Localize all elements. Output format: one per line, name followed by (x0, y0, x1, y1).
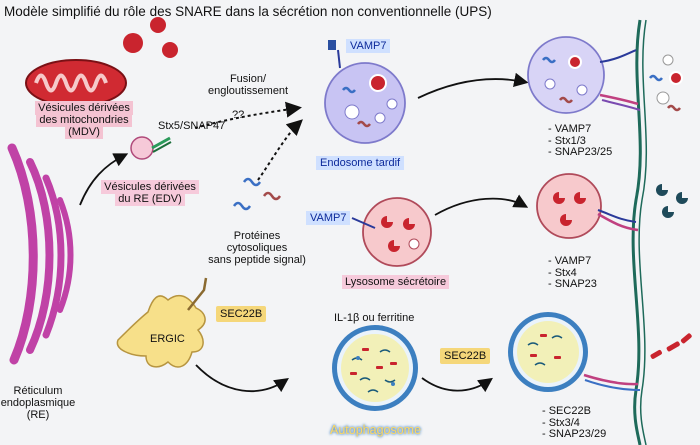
lysosome-text: Lysosome sécrétoire (342, 275, 450, 289)
ergic-arrow (195, 364, 289, 393)
er-label-line3: (RE) (26, 409, 50, 421)
autophagosome-label: Autophagosome (330, 423, 422, 437)
question-label: ?? (232, 109, 245, 121)
vamp7-lysosome-label: VAMP7 (306, 211, 351, 225)
mdv-label-line1: Vésicules dérivées (35, 101, 133, 115)
fusion-label-line1: Fusion/ (229, 73, 267, 85)
lysosome-snare-list: - VAMP7 - Stx4 - SNAP23 (548, 255, 597, 291)
released-endosome-cargo (649, 54, 683, 112)
lysosome-snare-item: - Stx4 (548, 266, 577, 279)
sec22b-ergic-text: SEC22B (216, 306, 267, 322)
edv-label-line2: du RE (EDV) (115, 192, 185, 206)
stx5-label: Stx5/SNAP47 (158, 120, 226, 132)
proteins-label-line2: cytosoliques (226, 242, 288, 254)
lysosome-arrow (434, 194, 529, 216)
er-label: Réticulum endoplasmique (RE) (0, 385, 76, 421)
lysosome-snare-item: - VAMP7 (548, 255, 592, 267)
autophagosome-snare-list: - SEC22B - Stx3/4 - SNAP23/29 (542, 405, 607, 441)
mdv-label-line2: des mitochondries (36, 113, 132, 127)
endosome-snare-item: - VAMP7 (548, 123, 592, 135)
mdv-label-line3: (MDV) (65, 125, 103, 139)
autophagosome-snare-item: - SNAP23/29 (542, 428, 607, 440)
sec22b-autophagosome-text: SEC22B (440, 348, 491, 364)
il1b-label: IL-1β ou ferritine (334, 312, 415, 324)
fusion-label-line2: engloutissement (208, 85, 289, 97)
ergic-compartment (116, 277, 208, 368)
proteins-label-line3: sans peptide signal) (208, 254, 306, 266)
fusion-label: Fusion/ engloutissement (208, 73, 288, 97)
fusion-arrow (194, 101, 302, 129)
lysosome-at-membrane (536, 173, 639, 239)
page-title: Modèle simplifié du rôle des SNARE dans … (4, 4, 492, 19)
endosome-arrow (417, 72, 529, 99)
edv-vesicle (130, 136, 172, 160)
plasma-membrane (631, 19, 648, 445)
autophagosome-arrow (421, 377, 493, 393)
edv-label: Vésicules dérivées du RE (EDV) (90, 180, 210, 206)
protein-arrow (257, 119, 303, 181)
sec22b-autophagosome-label: SEC22B (440, 348, 491, 364)
late-endosome-text: Endosome tardif (316, 156, 405, 170)
autophagosome (332, 325, 418, 411)
endosome-snare-list: - VAMP7 - Stx1/3 - SNAP23/25 (548, 123, 613, 159)
released-autophagy-cargo (650, 333, 692, 359)
autophagosome-snare-item: - Stx3/4 (542, 416, 580, 429)
endosome-snare-item: - SNAP23/25 (548, 146, 613, 158)
vamp7-endosome-text: VAMP7 (346, 39, 391, 53)
sec22b-ergic-label: SEC22B (216, 306, 267, 322)
released-lysosome-cargo (656, 184, 688, 218)
proteins-label: Protéines cytosoliques sans peptide sign… (202, 230, 312, 266)
lysosome-label: Lysosome sécrétoire (342, 275, 450, 289)
vamp7-lysosome-text: VAMP7 (306, 211, 351, 225)
er-label-line2: endoplasmique (0, 397, 76, 409)
er-to-edv-arrow (79, 153, 129, 206)
mdv-vesicles (123, 17, 178, 58)
mitochondria (25, 59, 127, 107)
late-endosome (324, 40, 406, 144)
mdv-label: Vésicules dérivées des mitochondries (MD… (2, 101, 166, 139)
cytosolic-proteins (232, 177, 282, 211)
late-endosome-label: Endosome tardif (316, 156, 405, 170)
ergic-label: ERGIC (150, 333, 185, 345)
endoplasmic-reticulum (7, 143, 74, 365)
endosome-snare-item: - Stx1/3 (548, 134, 586, 147)
edv-label-line1: Vésicules dérivées (101, 180, 199, 194)
vamp7-endosome-label: VAMP7 (346, 39, 391, 53)
proteins-label-line1: Protéines (233, 230, 281, 242)
autophagosome-at-membrane (508, 312, 641, 392)
autophagosome-snare-item: - SEC22B (542, 405, 591, 417)
lysosome-snare-item: - SNAP23 (548, 278, 597, 290)
er-label-line1: Réticulum (13, 385, 63, 397)
endosome-at-membrane (527, 36, 641, 114)
secretory-lysosome (351, 197, 432, 267)
